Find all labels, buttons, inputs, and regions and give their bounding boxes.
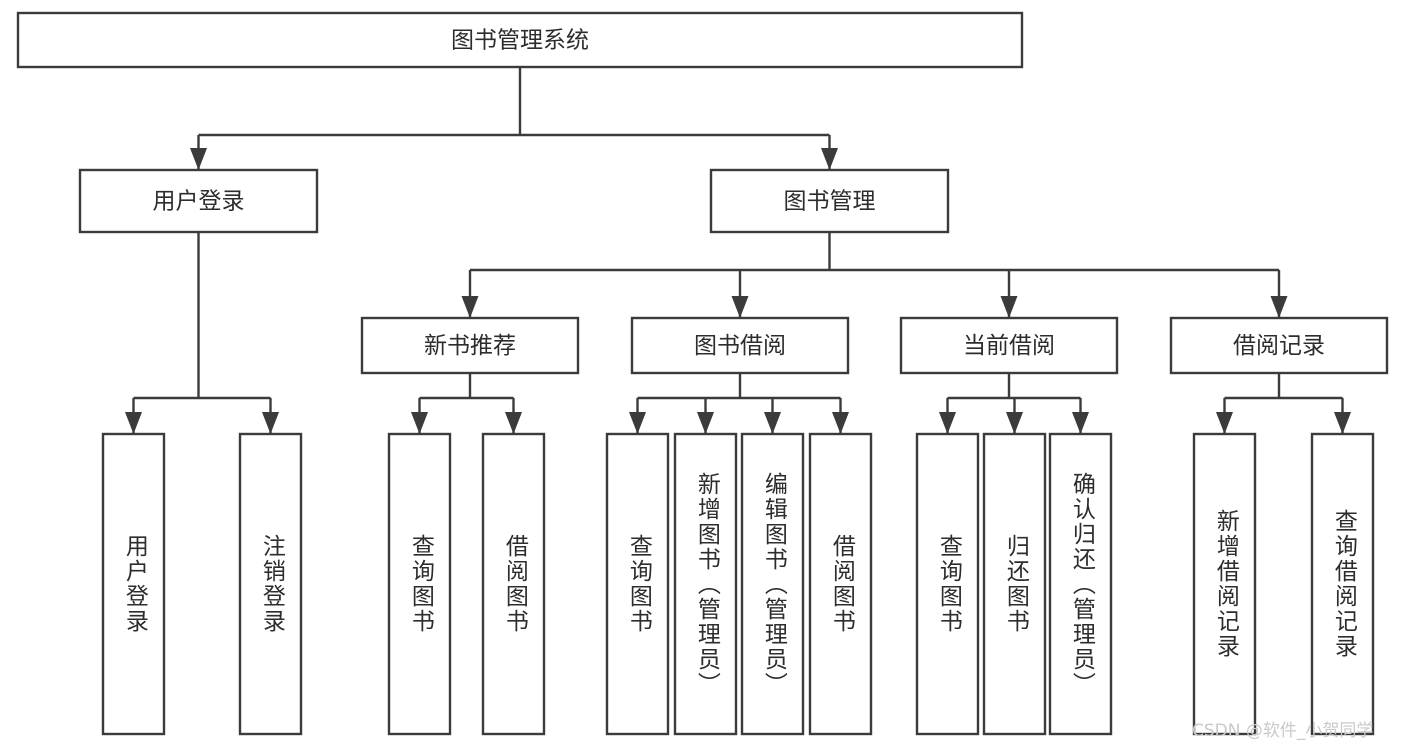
node-level2-1-box[interactable]	[709, 168, 950, 234]
node-leaf-2-box[interactable]	[387, 432, 452, 736]
arrow-head-icon	[821, 148, 838, 170]
arrow-head-icon	[697, 412, 714, 434]
node-leaf-4-box[interactable]	[605, 432, 670, 736]
node-level3-3-box[interactable]	[1169, 316, 1389, 375]
box-layer	[16, 11, 1389, 736]
node-level3-3-label: 借阅记录	[1233, 333, 1325, 359]
node-leaf-10-box[interactable]	[1048, 432, 1113, 736]
node-leaf-5-box[interactable]	[673, 432, 738, 736]
arrow-head-icon	[190, 148, 207, 170]
node-level3-2-label: 当前借阅	[963, 333, 1055, 359]
node-leaf-1-box[interactable]	[238, 432, 303, 736]
node-level3-1-box[interactable]	[630, 316, 850, 375]
csdn-watermark: CSDN @软件_小贺同学	[1192, 721, 1374, 741]
connector-layer	[125, 67, 1351, 434]
node-leaf-11-box[interactable]	[1192, 432, 1257, 736]
arrow-head-icon	[731, 296, 749, 318]
arrow-head-icon	[1072, 412, 1089, 434]
arrow-head-icon	[411, 412, 428, 434]
node-leaf-9-box[interactable]	[982, 432, 1047, 736]
arrow-head-icon	[939, 412, 956, 434]
node-leaf-6-box[interactable]	[740, 432, 805, 736]
arrow-head-icon	[505, 412, 522, 434]
node-root-label: 图书管理系统	[451, 28, 589, 54]
node-leaf-8-box[interactable]	[915, 432, 980, 736]
node-root-box[interactable]	[16, 11, 1024, 69]
node-level3-2-box[interactable]	[899, 316, 1119, 375]
node-level3-0-label: 新书推荐	[424, 333, 516, 359]
node-level2-1-label: 图书管理	[784, 189, 876, 215]
node-leaf-0-box[interactable]	[101, 432, 166, 736]
arrow-head-icon	[262, 412, 279, 434]
arrow-head-icon	[1216, 412, 1233, 434]
arrow-head-icon	[629, 412, 646, 434]
arrow-head-icon	[764, 412, 781, 434]
arrow-head-icon	[1270, 296, 1288, 318]
arrow-head-icon	[1000, 296, 1018, 318]
node-level2-0-box[interactable]	[78, 168, 319, 234]
arrow-head-icon	[1334, 412, 1351, 434]
node-level3-0-box[interactable]	[360, 316, 580, 375]
node-leaf-12-box[interactable]	[1310, 432, 1375, 736]
arrow-head-icon	[1006, 412, 1023, 434]
node-level2-0-label: 用户登录	[153, 189, 245, 215]
arrow-head-icon	[461, 296, 479, 318]
node-leaf-3-box[interactable]	[481, 432, 546, 736]
node-leaf-7-box[interactable]	[808, 432, 873, 736]
arrow-head-icon	[832, 412, 849, 434]
node-level3-1-label: 图书借阅	[694, 333, 786, 359]
arrow-head-icon	[125, 412, 142, 434]
